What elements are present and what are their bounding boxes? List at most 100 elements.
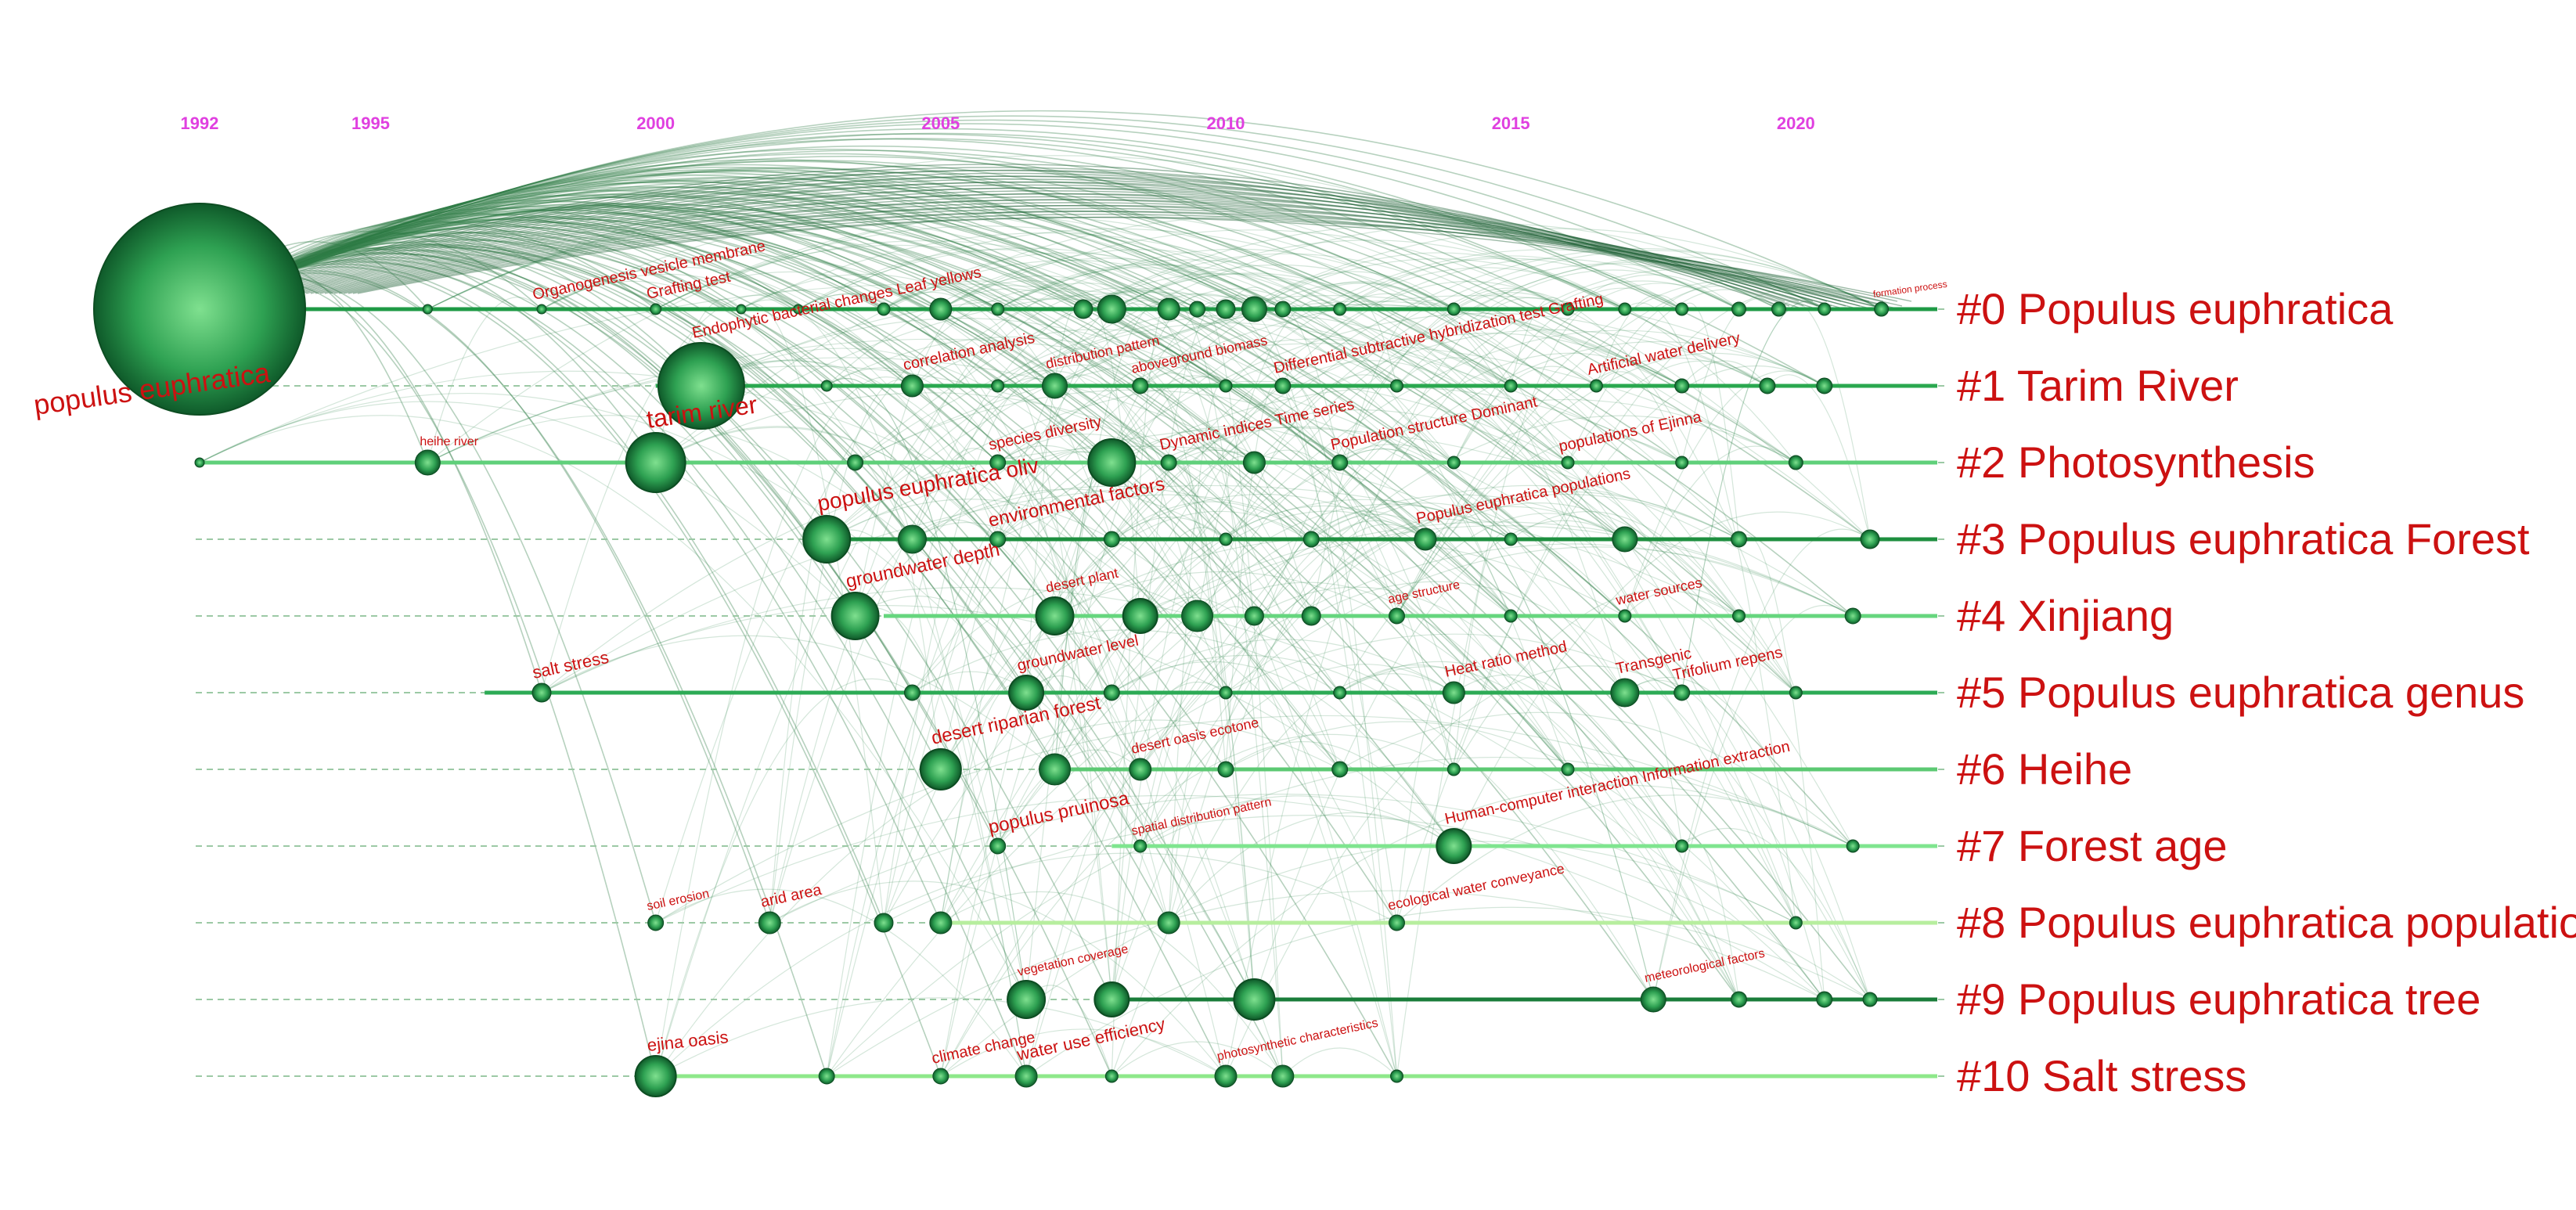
- citation-arc: [199, 211, 1312, 617]
- citation-arc: [199, 260, 942, 924]
- keyword-node: [1612, 526, 1638, 553]
- citation-arc: [199, 123, 1739, 310]
- citation-arc: [1454, 290, 1796, 693]
- citation-arc: [541, 635, 1055, 770]
- citation-arc: [1025, 675, 1141, 770]
- keyword-node: [1731, 531, 1747, 548]
- citation-arc: [855, 343, 1796, 463]
- citation-arc: [199, 370, 1341, 770]
- cluster-label: #1 Tarim River: [1957, 361, 2239, 410]
- citation-arc: [199, 253, 1113, 1000]
- citation-arc: [1681, 837, 1740, 1000]
- keyword-node: [1390, 1069, 1403, 1083]
- citation-arc: [296, 193, 1851, 312]
- citation-arc: [199, 182, 1796, 693]
- keyword-node: [1242, 451, 1266, 474]
- citation-arc: [855, 228, 1882, 617]
- citation-arc: [199, 234, 1112, 693]
- citation-arc: [1453, 283, 1739, 463]
- keyword-node: [1771, 301, 1786, 317]
- citation-arc: [1254, 271, 1454, 310]
- citation-arc: [199, 219, 1112, 540]
- citation-arc: [199, 189, 999, 310]
- citation-arc: [230, 164, 1785, 302]
- citation-arc: [1595, 371, 1683, 463]
- citation-arc: [1310, 502, 1626, 617]
- citation-arc: [655, 997, 1227, 1077]
- citation-arc: [655, 376, 913, 1077]
- citation-arc: [199, 167, 1739, 540]
- keyword-node: [1271, 1064, 1295, 1088]
- keyword-node: [1217, 761, 1234, 778]
- citation-arc: [427, 209, 1454, 463]
- citation-arc: [199, 246, 1284, 1077]
- citation-arc: [199, 266, 942, 1077]
- citation-arc: [1111, 673, 1454, 1077]
- citation-arc: [701, 359, 1141, 770]
- keyword-node: [991, 302, 1005, 316]
- citation-arc: [997, 510, 1426, 847]
- keyword-label: heihe river: [420, 435, 478, 448]
- citation-arc: [1595, 294, 1683, 387]
- citation-arc: [1140, 340, 1825, 770]
- citation-arc: [268, 182, 1823, 312]
- keyword-node: [1122, 598, 1158, 634]
- keyword-node: [793, 304, 804, 315]
- citation-arc: [997, 749, 1141, 847]
- cluster-label: #7 Forest age: [1957, 821, 2228, 870]
- citation-arc: [199, 196, 1255, 463]
- citation-arc: [199, 133, 1626, 310]
- citation-arc: [997, 259, 1854, 847]
- citation-arc: [199, 224, 1341, 770]
- year-tick-label: 1995: [351, 113, 390, 133]
- citation-arc: [826, 890, 1825, 1077]
- citation-arc: [1140, 415, 1796, 770]
- keyword-node: [422, 304, 433, 315]
- citation-arc: [1510, 297, 1569, 387]
- keyword-node: [657, 342, 745, 430]
- keyword-node: [1818, 302, 1832, 316]
- citation-arc: [199, 193, 1141, 387]
- citation-arc: [912, 248, 1454, 387]
- keyword-node: [1157, 911, 1180, 935]
- citation-arc: [199, 210, 1227, 540]
- citation-arc: [940, 447, 1255, 924]
- citation-arc: [826, 367, 1112, 693]
- citation-arc: [1396, 275, 1882, 617]
- keyword-node: [1846, 839, 1860, 853]
- citation-arc: [1111, 426, 1511, 617]
- citation-arc: [997, 322, 1569, 463]
- keyword-node: [1673, 684, 1691, 701]
- keyword-node: [1675, 456, 1689, 470]
- citation-arc: [1624, 677, 1871, 1000]
- citation-arc: [199, 203, 1796, 924]
- citation-arc: [883, 280, 1312, 617]
- keyword-node: [1219, 532, 1233, 546]
- citation-arc: [1624, 302, 1796, 924]
- citation-arc: [912, 485, 1569, 770]
- keyword-node: [1561, 302, 1575, 316]
- citation-arc: [1111, 272, 1871, 1000]
- citation-arc: [740, 303, 884, 924]
- citation-arc: [855, 607, 1027, 1077]
- citation-arc: [1225, 261, 1825, 540]
- citation-arc: [1310, 510, 1426, 540]
- citation-arc: [1111, 300, 1256, 617]
- citation-arc: [997, 494, 1740, 1000]
- citation-arc: [1339, 666, 1740, 1000]
- citation-arc: [199, 132, 1825, 387]
- citation-arc: [701, 318, 1511, 617]
- keyword-node: [1561, 456, 1575, 470]
- citation-arc: [1339, 513, 1626, 693]
- citation-arc: [855, 596, 1169, 924]
- keyword-node: [820, 380, 833, 392]
- year-tick-label: 2000: [636, 113, 675, 133]
- citation-arc: [997, 543, 1854, 847]
- citation-arc: [199, 201, 1055, 387]
- keyword-node: [1618, 609, 1632, 623]
- citation-arc: [1253, 352, 1682, 617]
- keyword-node: [1414, 528, 1437, 551]
- keyword-node: [1389, 607, 1405, 625]
- citation-arc: [1681, 301, 1825, 693]
